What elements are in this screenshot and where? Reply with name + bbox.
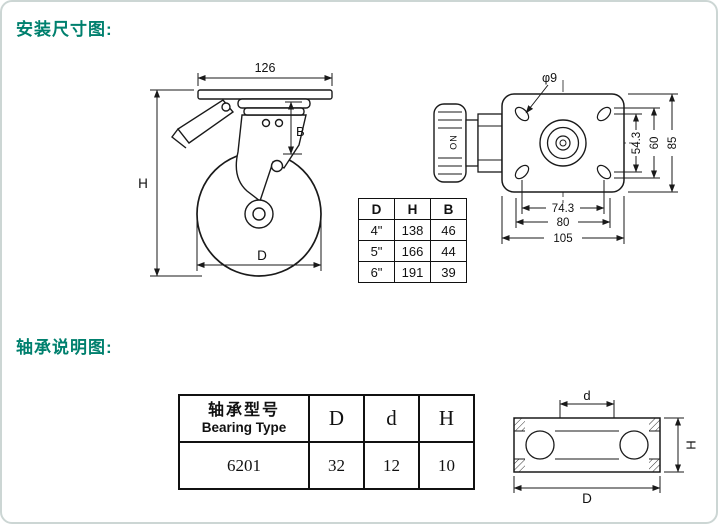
size-cell: 4" bbox=[358, 219, 395, 241]
bearing-ball-right bbox=[619, 430, 649, 460]
size-cell: 191 bbox=[394, 261, 431, 283]
bearing-type-cn: 轴承型号 bbox=[207, 401, 280, 419]
bearing-diagram-title: 轴承说明图: bbox=[16, 338, 113, 357]
swivel-housing bbox=[477, 113, 503, 173]
dim-diameter-label: D bbox=[257, 248, 267, 263]
size-cell: 6" bbox=[358, 261, 395, 283]
bearing-value-H: 10 bbox=[418, 441, 475, 490]
size-table-header-row: D H B bbox=[358, 198, 467, 220]
caster-side-view bbox=[171, 89, 333, 277]
brake-lever bbox=[176, 99, 235, 144]
caster-dimensions bbox=[150, 73, 333, 277]
dim-54-label: 54.3 bbox=[631, 132, 643, 154]
size-header-d: D bbox=[358, 198, 395, 220]
size-cell: 138 bbox=[394, 219, 431, 241]
dim-80-label: 80 bbox=[557, 217, 570, 229]
rivet-left bbox=[261, 118, 271, 128]
bearing-header-D: D bbox=[308, 394, 365, 443]
size-cell: 5" bbox=[358, 240, 395, 262]
bearing-value-d: 12 bbox=[363, 441, 420, 490]
bolt-slot-tr bbox=[596, 106, 612, 122]
size-cell: 44 bbox=[430, 240, 467, 262]
size-header-b: B bbox=[430, 198, 467, 220]
fork-pin bbox=[270, 159, 284, 173]
pedal-marking-label: NO bbox=[448, 135, 458, 151]
table-row: 4" 138 46 bbox=[358, 219, 467, 241]
bearing-model: 6201 bbox=[178, 441, 310, 490]
size-header-h: H bbox=[394, 198, 431, 220]
bearing-type-header: 轴承型号 Bearing Type bbox=[178, 394, 310, 443]
bearing-header-H: H bbox=[418, 394, 475, 443]
bearing-ball-left bbox=[525, 430, 555, 460]
kingpin-hole bbox=[559, 139, 567, 147]
dim-hole-dia-label: φ9 bbox=[542, 71, 557, 85]
bearing-value-D: 32 bbox=[308, 441, 365, 490]
bearing-dim-thickness-label: H bbox=[684, 440, 699, 449]
dim-74-label: 74.3 bbox=[552, 203, 574, 215]
size-cell: 46 bbox=[430, 219, 467, 241]
plate-dimensions bbox=[501, 84, 678, 244]
axle-hole bbox=[252, 207, 266, 221]
table-row: 5" 166 44 bbox=[358, 240, 467, 262]
bearing-type-en: Bearing Type bbox=[201, 420, 287, 435]
dim-offset-label: B bbox=[296, 124, 305, 139]
dim-60-label: 60 bbox=[649, 137, 661, 150]
kingpin-ring-inner bbox=[555, 135, 571, 151]
bearing-dim-bore-label: d bbox=[583, 388, 590, 403]
size-table: D H B 4" 138 46 5" 166 44 6" 191 39 bbox=[358, 198, 467, 283]
swivel-race-lower bbox=[243, 107, 305, 116]
kingpin-ring-mid bbox=[546, 126, 580, 160]
table-row: 6" 191 39 bbox=[358, 261, 467, 283]
bearing-data-row: 6201 32 12 10 bbox=[178, 441, 475, 490]
bearing-dimensions bbox=[513, 400, 684, 493]
brake-pedal-tip bbox=[171, 128, 187, 149]
bearing-table-header-row: 轴承型号 Bearing Type D d H bbox=[178, 394, 475, 443]
size-cell: 166 bbox=[394, 240, 431, 262]
swivel-housing-step bbox=[465, 119, 479, 167]
lever-pivot bbox=[221, 102, 231, 112]
plate-top-view bbox=[433, 80, 638, 206]
top-plate bbox=[197, 89, 333, 100]
dim-85-label: 85 bbox=[667, 137, 679, 150]
bearing-header-d: d bbox=[363, 394, 420, 443]
bearing-table: 轴承型号 Bearing Type D d H 6201 32 12 10 bbox=[178, 394, 475, 490]
swivel-race-upper bbox=[237, 98, 311, 109]
install-dimensions-title: 安装尺寸图: bbox=[16, 20, 113, 39]
rivet-right bbox=[274, 118, 284, 128]
dim-height-label: H bbox=[138, 176, 148, 191]
bolt-slot-tl bbox=[514, 106, 530, 122]
kingpin-ring-outer bbox=[539, 119, 587, 167]
bolt-slot-br bbox=[596, 164, 612, 180]
bearing-section-view bbox=[513, 417, 661, 473]
bolt-slot-bl bbox=[514, 164, 530, 180]
size-cell: 39 bbox=[430, 261, 467, 283]
dim-105-label: 105 bbox=[553, 233, 572, 245]
bearing-dim-outer-label: D bbox=[582, 491, 592, 506]
dim-top-width-label: 126 bbox=[255, 61, 276, 75]
